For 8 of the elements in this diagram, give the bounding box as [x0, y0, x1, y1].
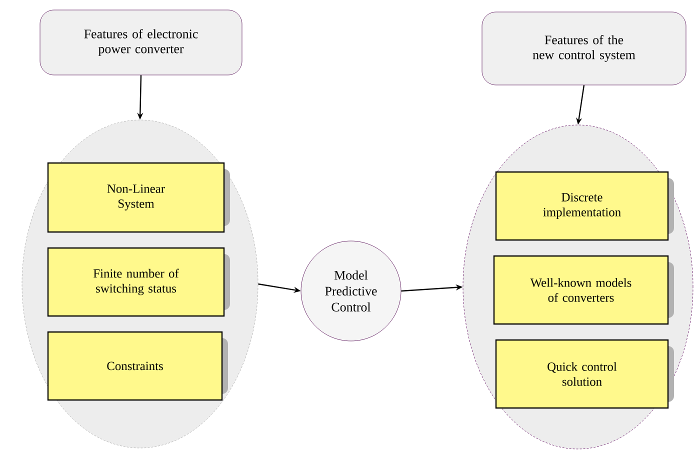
process-box: Discrete implementation	[495, 171, 674, 241]
rounded-box: Features of the new control system	[482, 12, 686, 86]
process-box: Constraints	[47, 331, 228, 401]
process-box: Finite number of switching status	[47, 247, 230, 317]
process-box: Non-Linear System	[47, 162, 230, 233]
process-box: Well-known models of converters	[493, 255, 674, 325]
process-box: Quick control solution	[495, 339, 674, 409]
rounded-box: Features of electronic power converter	[40, 10, 242, 76]
